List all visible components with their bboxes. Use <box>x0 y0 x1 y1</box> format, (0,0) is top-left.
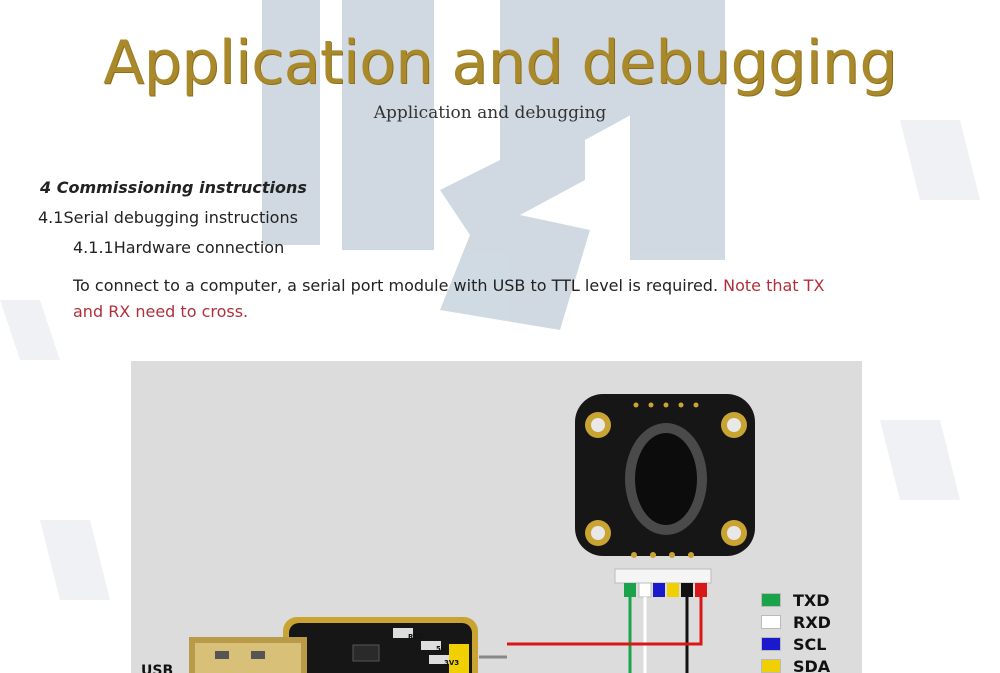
board-label-3v3: 3V3 <box>444 659 460 667</box>
usb-plug <box>189 637 307 673</box>
pin-green <box>624 583 636 597</box>
legend-label: SDA <box>793 656 831 673</box>
section-heading: 4 Commissioning instructions <box>40 178 307 197</box>
sensor-connector <box>614 568 712 584</box>
paragraph: To connect to a computer, a serial port … <box>73 273 833 325</box>
pin-yellow <box>667 583 679 597</box>
pin-blue <box>653 583 665 597</box>
legend-swatch <box>761 615 781 629</box>
usb-ttl-module <box>283 617 478 673</box>
legend-item-txd: TXD <box>761 589 830 611</box>
pin-black <box>681 583 693 597</box>
legend-item-sda: SDA <box>761 655 830 673</box>
legend-item-rxd: RXD <box>761 611 831 633</box>
legend-label: SCL <box>793 634 827 654</box>
sensor-module <box>575 394 755 558</box>
usb-label: USB <box>141 663 174 673</box>
wiring-diagram-graphic <box>189 394 755 673</box>
paragraph-note-text: Note that TX and RX need to cross. <box>73 276 825 321</box>
wiring-diagram: USB TXD RXD SCL SDA RTS 5V 3V3 <box>131 361 862 673</box>
legend-swatch <box>761 593 781 607</box>
board-label-rts: RTS <box>408 633 423 641</box>
legend-label: TXD <box>793 590 830 610</box>
subsubsection-heading: 4.1.1Hardware connection <box>73 238 285 257</box>
board-label-5v: 5V <box>436 645 447 653</box>
legend-swatch <box>761 659 781 673</box>
pin-red <box>695 583 707 597</box>
wire-red <box>507 597 703 646</box>
legend-item-scl: SCL <box>761 633 826 655</box>
paragraph-main-text: To connect to a computer, a serial port … <box>73 276 724 295</box>
page-title: Application and debugging <box>103 28 897 98</box>
pin-white <box>638 582 652 598</box>
subsection-heading: 4.1Serial debugging instructions <box>38 208 298 227</box>
legend-swatch <box>761 637 781 651</box>
legend-label: RXD <box>793 612 831 632</box>
page-subtitle: Application and debugging <box>373 103 607 123</box>
